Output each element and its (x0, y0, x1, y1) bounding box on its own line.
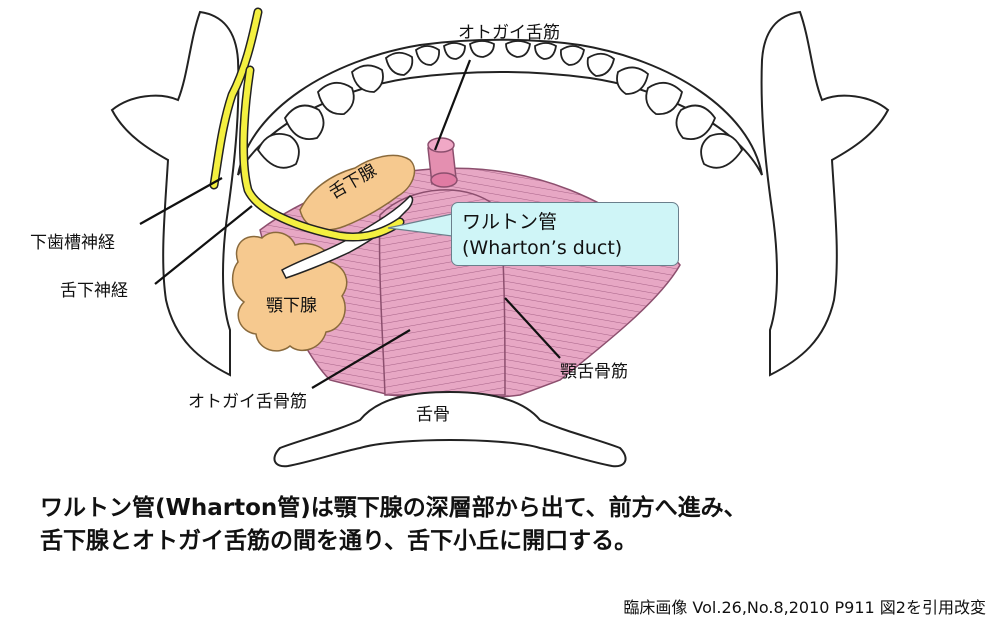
nerves (209, 7, 405, 242)
label-submandibular-gland: 顎下腺 (266, 296, 317, 316)
label-genioglossus: オトガイ舌筋 (458, 23, 560, 43)
sublingual-gland (299, 154, 416, 231)
genioglossus-muscle (427, 137, 458, 188)
label-inferior-alveolar-nerve: 下歯槽神経 (30, 233, 115, 253)
wharton-duct-callout: ワルトン管 (Wharton’s duct) (451, 202, 679, 266)
hyoid-bone (273, 390, 627, 468)
label-mylohyoid: 顎舌骨筋 (560, 362, 628, 382)
callout-line-2: (Wharton’s duct) (462, 237, 623, 259)
source-credit: 臨床画像 Vol.26,No.8,2010 P911 図2を引用改変 (623, 598, 986, 617)
label-lingual-nerve: 舌下神経 (60, 281, 128, 301)
label-hyoid: 舌骨 (416, 405, 450, 425)
caption: ワルトン管(Wharton管)は顎下腺の深層部から出て、前方へ進み、 舌下腺とオ… (40, 492, 980, 558)
caption-line-1: ワルトン管(Wharton管)は顎下腺の深層部から出て、前方へ進み、 (40, 495, 747, 521)
callout-line-1: ワルトン管 (462, 211, 558, 233)
leader-lines (139, 59, 561, 389)
label-geniohyoid: オトガイ舌骨筋 (188, 392, 307, 412)
caption-line-2: 舌下腺とオトガイ舌筋の間を通り、舌下小丘に開口する。 (40, 528, 638, 554)
wharton-duct (281, 195, 414, 279)
teeth (256, 40, 744, 169)
